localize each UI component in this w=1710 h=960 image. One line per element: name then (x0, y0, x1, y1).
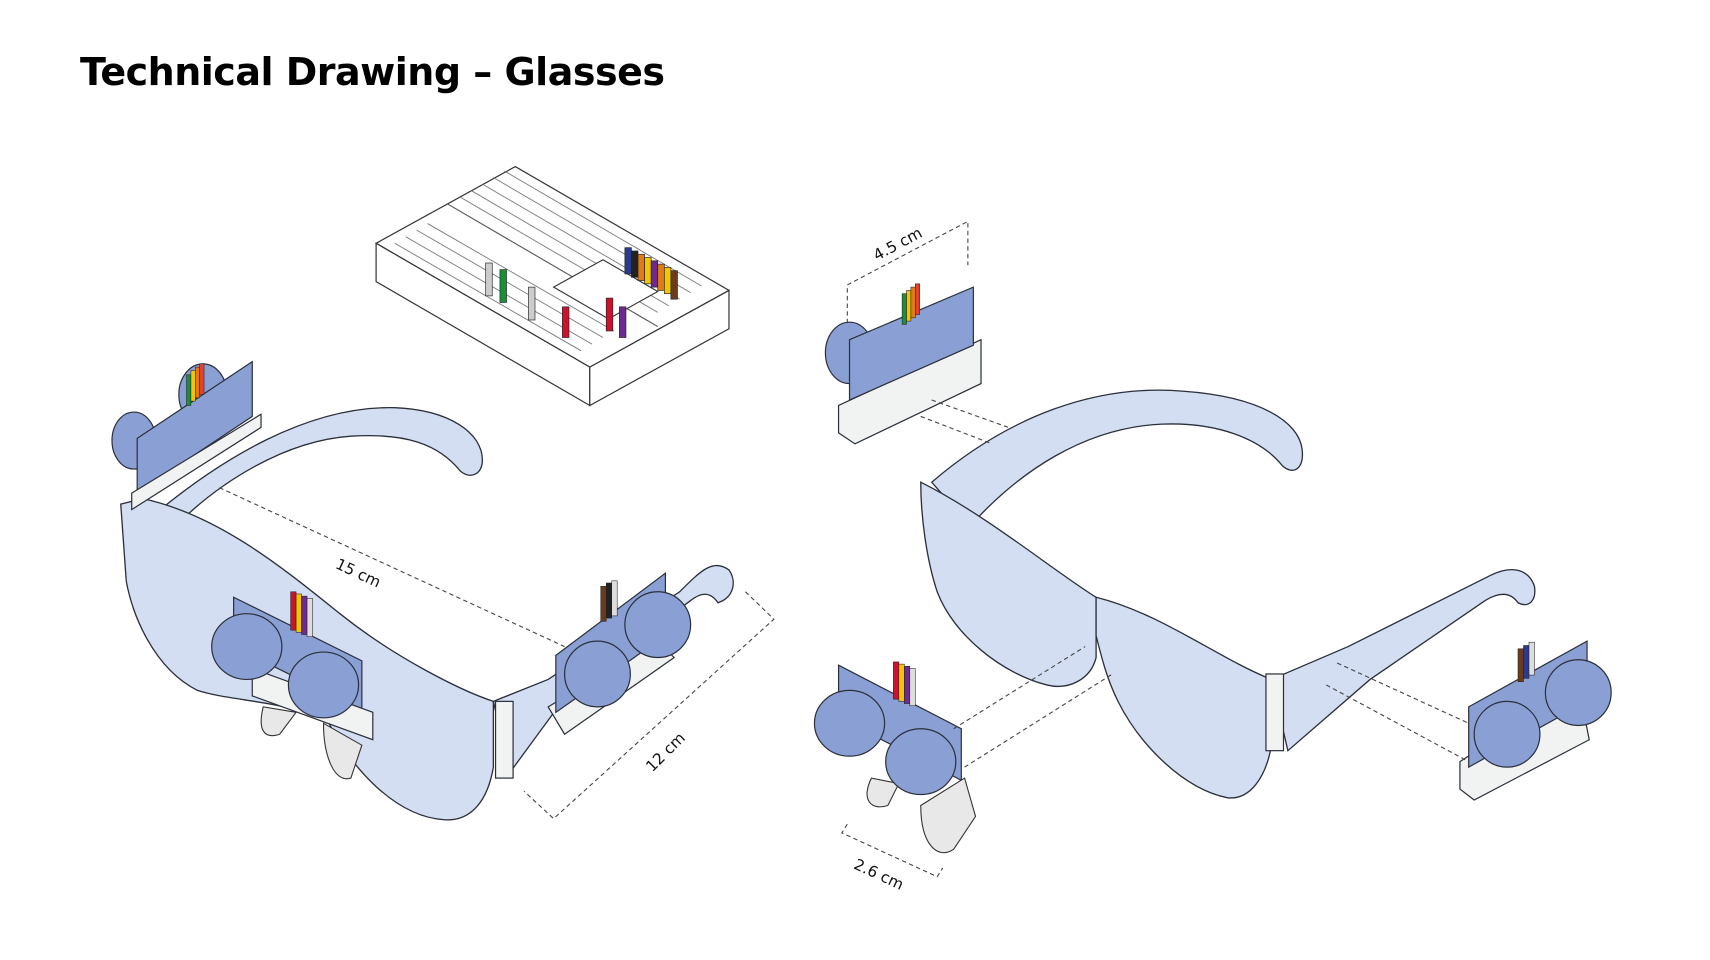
glasses-exploded: 4.5 cm 2.6 cm (813, 220, 1612, 894)
hinge (494, 700, 514, 779)
ultrasonic-sensor-front (211, 591, 374, 741)
ultrasonic-sensor-side (1459, 640, 1612, 801)
front-lens (920, 481, 1097, 687)
right-temple-arm (1270, 569, 1536, 752)
dimension-label-15cm: 15 cm (333, 555, 384, 591)
ultrasonic-sensor-front (813, 661, 977, 854)
ultrasonic-sensor-side (547, 571, 692, 736)
ultrasonic-sensor-top (111, 360, 262, 511)
page-title: Technical Drawing – Glasses (80, 50, 665, 94)
ultrasonic-sensor-top (824, 283, 982, 445)
dimension-label-2-6cm: 2.6 cm (851, 855, 906, 894)
front-lens (1095, 596, 1273, 799)
hinge (1265, 673, 1285, 752)
nose-pad (260, 706, 298, 737)
nose-pad (322, 722, 363, 780)
dimension-label-12cm: 12 cm (642, 729, 688, 775)
left-temple-arm (152, 407, 484, 527)
left-temple-arm (930, 389, 1304, 528)
jumper-wires (485, 247, 678, 338)
breadboard (374, 165, 731, 407)
glasses-assembled: 15 cm 12 cm (111, 360, 775, 821)
right-temple-arm (492, 565, 734, 775)
